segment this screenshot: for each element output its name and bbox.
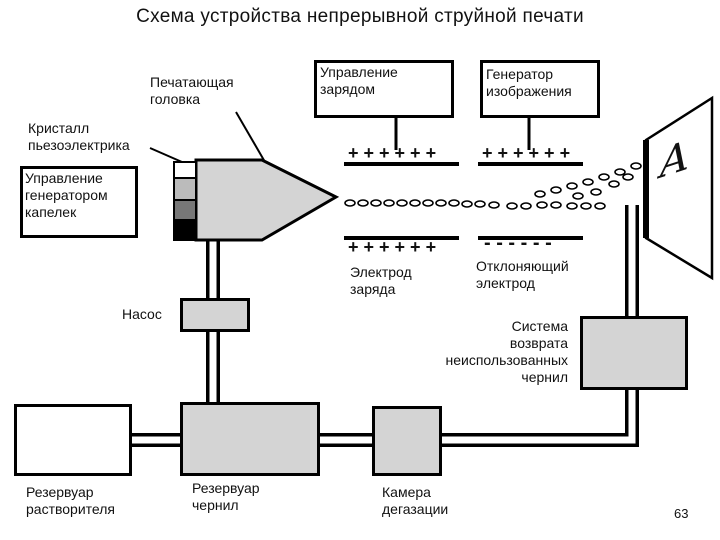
- deflect-electrode-bottom-signs: - - - - - -: [484, 232, 552, 254]
- printed-letter: A: [660, 132, 689, 188]
- drop-generator-control-box: [20, 166, 138, 238]
- return-system-box: [580, 316, 688, 390]
- print-head-body: [173, 158, 340, 242]
- ink-droplets: [344, 162, 642, 210]
- piezo-crystal-label: Кристалл пьезоэлектрика: [28, 120, 130, 153]
- page-number: 63: [674, 506, 689, 521]
- control-stems: [149, 111, 531, 163]
- diagram-title: Схема устройства непрерывной струйной пе…: [136, 6, 584, 27]
- paper-sheet: [643, 95, 714, 281]
- pump-box: [180, 298, 250, 332]
- print-head-label: Печатающая головка: [150, 74, 234, 107]
- charge-control-label: Управление зарядом: [320, 64, 398, 97]
- image-generator-box: [480, 60, 600, 118]
- ink-reservoir-box: [180, 402, 320, 476]
- charge-electrode-bottom-signs: + + + + + +: [348, 237, 437, 257]
- charge-control-box: [314, 60, 454, 118]
- deflect-electrode-top-signs: + + + + + +: [482, 143, 571, 163]
- pump-label: Насос: [122, 306, 162, 322]
- ink-pipes: [130, 205, 639, 447]
- ink-reservoir-label: Резервуар чернил: [192, 480, 260, 513]
- solvent-reservoir-label: Резервуар растворителя: [26, 484, 115, 517]
- image-generator-label: Генератор изображения: [486, 66, 572, 99]
- electrodes: [344, 162, 583, 240]
- return-system-label: Система возврата неиспользованных чернил: [445, 318, 569, 385]
- charge-electrode-label: Электрод заряда: [350, 264, 412, 297]
- solvent-reservoir-box: [14, 404, 132, 476]
- deflect-electrode-label: Отклоняющий электрод: [476, 258, 569, 291]
- charge-electrode-top-signs: + + + + + +: [348, 143, 437, 163]
- degassing-chamber-box: [372, 406, 442, 476]
- drop-generator-control-label: Управление генератором капелек: [25, 170, 108, 220]
- degassing-chamber-label: Камера дегазации: [382, 484, 449, 517]
